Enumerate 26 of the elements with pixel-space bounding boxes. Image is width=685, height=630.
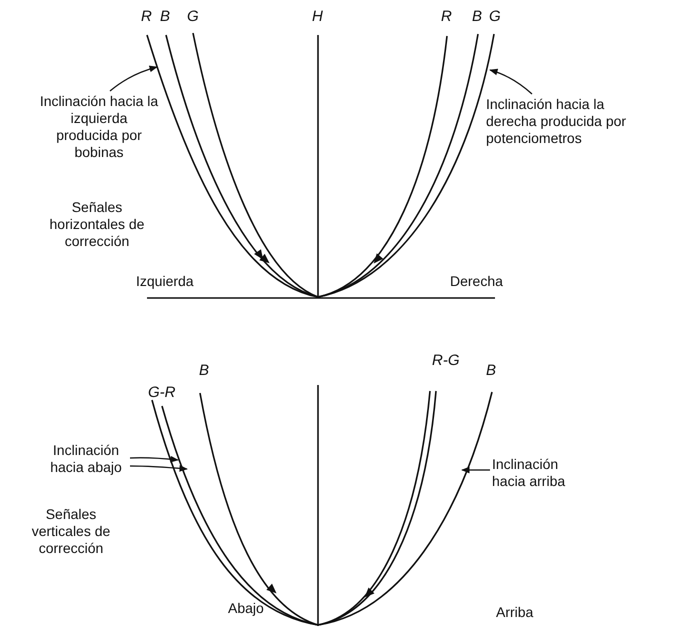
curve-label: H [312,8,323,25]
annotation-text: Inclinación hacia arriba [492,456,584,490]
annotation-text: Inclinación hacia abajo [44,442,128,476]
leader-line [110,66,158,92]
leader-line [489,68,532,94]
annotation-label: Señales horizontales de corrección [48,199,146,250]
curve-label: B [472,8,482,25]
annotation-label: Abajo [228,600,264,617]
leader-line [130,465,188,472]
curve-label: R [141,8,152,25]
curve-label: G [489,8,501,25]
curve-label: G-R [148,384,176,401]
curve-label: B [486,362,496,379]
curve-label: B [160,8,170,25]
leader-line [461,466,490,474]
annotation-label: Señales verticales de corrección [30,506,112,557]
leader-line [130,456,179,463]
annotation-text: Inclinación hacia la derecha producida por potenciometros [486,96,656,147]
annotation-label: Arriba [496,604,534,621]
curve-label: R [441,8,452,25]
curve-label: R-G [432,352,460,369]
annotation-text: Inclinación hacia la izquierda producida por bobinas [38,93,160,161]
curve-label: G [187,8,199,25]
curve-label: B [199,362,210,379]
annotation-label: Derecha [450,273,503,290]
annotation-label: Izquierda [136,273,194,290]
